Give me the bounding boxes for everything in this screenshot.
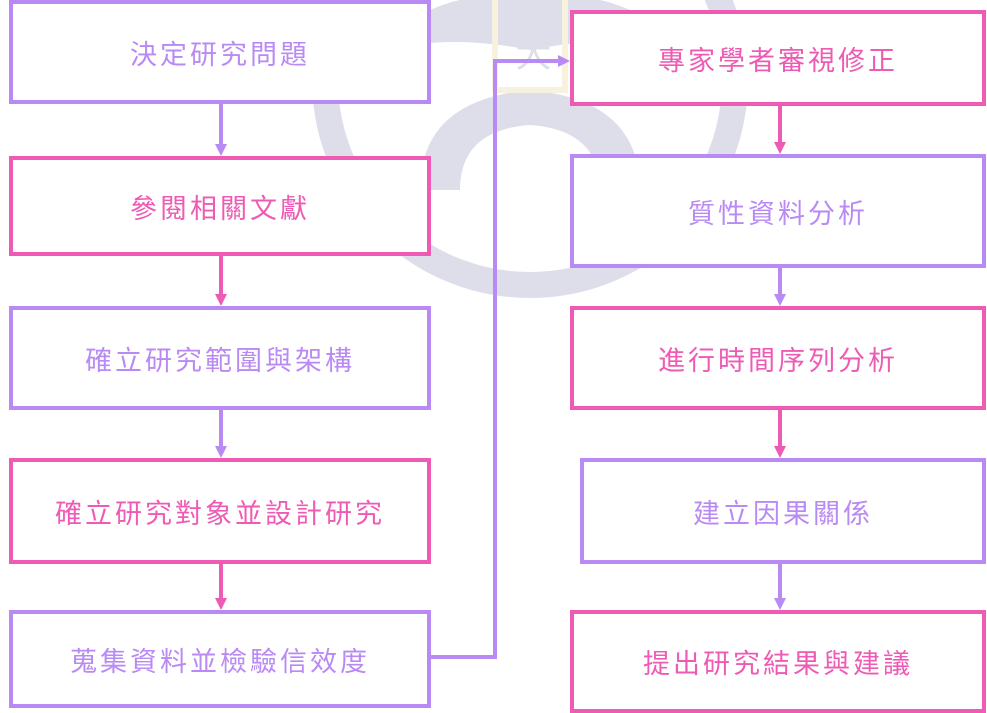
step-define-scope-framework: 確立研究範圍與架構 xyxy=(9,306,431,410)
step-label: 專家學者審視修正 xyxy=(658,45,898,77)
step-collect-data-validate: 蒐集資料並檢驗信效度 xyxy=(9,610,431,708)
step-review-literature: 參閱相關文獻 xyxy=(9,156,431,256)
step-label: 提出研究結果與建議 xyxy=(643,649,913,680)
step-label: 建立因果關係 xyxy=(693,498,873,530)
step-label: 確立研究對象並設計研究 xyxy=(55,498,385,530)
step-decide-research-question: 決定研究問題 xyxy=(9,0,431,104)
step-establish-causality: 建立因果關係 xyxy=(580,458,986,564)
step-present-results: 提出研究結果與建議 xyxy=(570,610,986,713)
step-label: 蒐集資料並檢驗信效度 xyxy=(70,646,370,678)
step-define-subjects-design: 確立研究對象並設計研究 xyxy=(9,458,431,564)
step-label: 決定研究問題 xyxy=(130,39,310,71)
step-label: 參閱相關文獻 xyxy=(130,193,310,225)
arrow-left-to-right xyxy=(431,55,570,659)
step-expert-review: 專家學者審視修正 xyxy=(570,10,986,106)
step-label: 進行時間序列分析 xyxy=(658,345,898,377)
step-time-series-analysis: 進行時間序列分析 xyxy=(570,306,986,410)
step-label: 確立研究範圍與架構 xyxy=(85,345,355,377)
step-qualitative-analysis: 質性資料分析 xyxy=(570,154,986,268)
step-label: 質性資料分析 xyxy=(688,198,868,230)
